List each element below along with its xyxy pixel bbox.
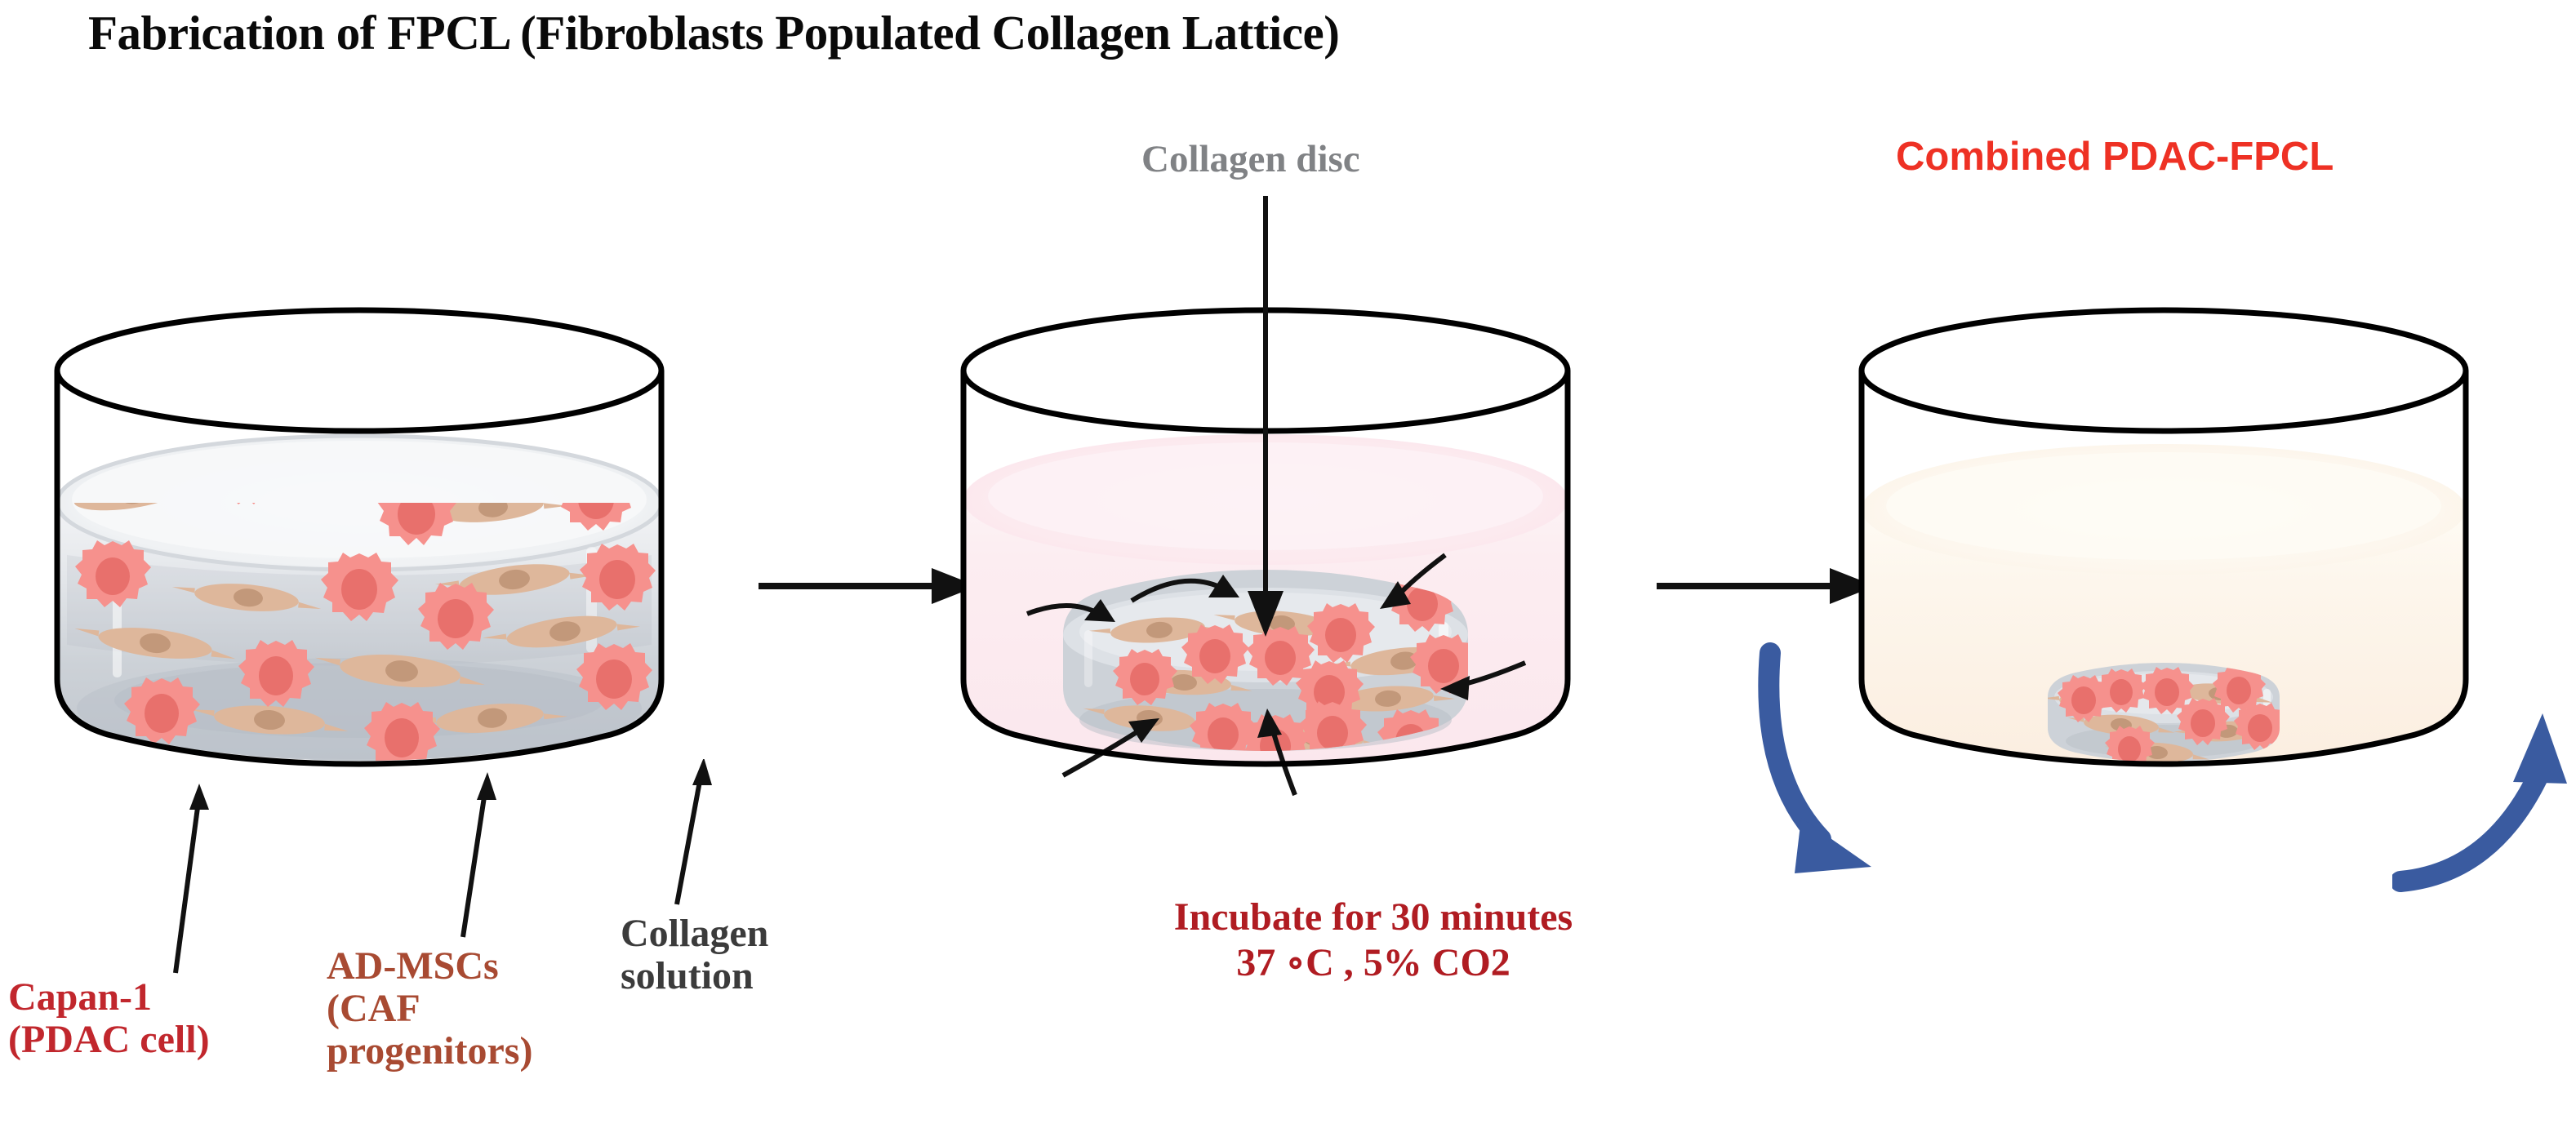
disc-inward-arrows <box>1026 553 1527 797</box>
label-incubate-line2: 37 ∘C , 5% CO2 <box>1236 940 1510 984</box>
blue-arrow-right-up <box>2392 713 2567 892</box>
label-collagen-solution: Collagen solution <box>621 913 890 997</box>
label-admsc-line3: progenitors) <box>327 1028 533 1073</box>
panel-1-callouts <box>173 759 712 974</box>
label-combined-pdac-fpcl: Combined PDAC-FPCL <box>1896 135 2334 179</box>
callout-admsc-arrow <box>460 772 496 938</box>
label-capan1-line1: Capan-1 <box>8 975 153 1019</box>
pdac-cell <box>2058 665 2280 762</box>
fibroblast-cell <box>73 503 641 735</box>
dish-outline-panel-1 <box>54 307 665 767</box>
page-title: Fabrication of FPCL (Fibroblasts Populat… <box>88 6 1340 60</box>
cell-population-panel-3 <box>2048 665 2280 762</box>
pdac-cell <box>1113 572 1468 751</box>
label-capan1: Capan-1 (PDAC cell) <box>8 976 351 1061</box>
arrow-panel1-to-panel2 <box>759 568 977 604</box>
collagen-disc-panel-3 <box>2048 663 2280 762</box>
label-admsc-line1: AD-MSCs <box>327 944 499 988</box>
dish-outline-panel-3 <box>1858 307 2469 767</box>
label-capan1-line2: (PDAC cell) <box>8 1017 210 1061</box>
culture-medium-cream <box>1862 444 2466 764</box>
callout-capan1-arrow <box>173 784 209 974</box>
label-collagen-disc: Collagen disc <box>1141 138 1360 180</box>
label-admsc-line2: (CAF <box>327 986 420 1030</box>
label-collagen-solution-line2: solution <box>621 953 754 997</box>
label-admsc: AD-MSCs (CAF progenitors) <box>327 945 621 1072</box>
blue-arrow-left-down <box>1758 642 1871 873</box>
pdac-cell <box>75 503 656 761</box>
panel-3-dish <box>1837 307 2572 898</box>
cell-population-panel-1 <box>73 503 656 761</box>
arrow-panel2-to-panel3 <box>1657 568 1875 604</box>
label-incubate-line1: Incubate for 30 minutes <box>1173 895 1573 939</box>
collagen-disc-pointer <box>1248 196 1284 637</box>
label-collagen-solution-line1: Collagen <box>621 912 769 955</box>
cell-population-panel-2 <box>1083 572 1468 751</box>
label-incubate: Incubate for 30 minutes 37 ∘C , 5% CO2 <box>1088 895 1659 985</box>
panel-1-dish <box>33 307 767 898</box>
callout-collagen-solution-arrow <box>674 759 712 905</box>
